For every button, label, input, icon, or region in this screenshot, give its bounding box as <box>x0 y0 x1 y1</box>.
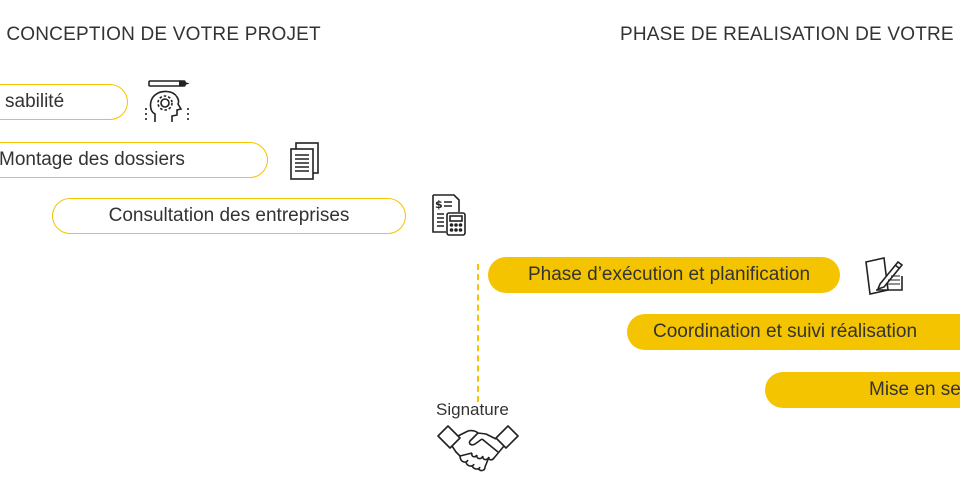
handshake-icon <box>437 425 519 472</box>
signature-label: Signature <box>436 400 509 419</box>
step-faisabilite-label: sabilité <box>5 91 65 112</box>
document-icon <box>290 142 319 180</box>
step-consultation: Consultation des entreprises <box>52 198 406 234</box>
signature-connector <box>477 264 479 402</box>
calculator-invoice-icon: $ <box>432 194 466 236</box>
svg-text:$: $ <box>435 198 443 211</box>
realisation-phase-heading: PHASE DE REALISATION DE VOTRE <box>620 24 954 45</box>
head-gear-icon <box>145 80 190 122</box>
step-mise-en-service: Mise en se <box>765 372 960 408</box>
step-execution-label: Phase d’exécution et planification <box>527 264 811 285</box>
step-montage-dossiers: Montage des dossiers <box>0 142 268 178</box>
step-coordination-label: Coordination et suivi réalisation <box>653 321 918 342</box>
step-faisabilite: sabilité <box>0 84 128 120</box>
pen-paper-icon <box>865 257 904 295</box>
step-execution-planification: Phase d’exécution et planification <box>488 257 840 293</box>
step-montage-label: Montage des dossiers <box>0 149 185 170</box>
conception-phase-heading: E CONCEPTION DE VOTRE PROJET <box>0 24 321 45</box>
step-consultation-label: Consultation des entreprises <box>108 205 350 226</box>
step-mise-label: Mise en se <box>869 379 960 400</box>
step-coordination-suivi: Coordination et suivi réalisation <box>627 314 960 350</box>
